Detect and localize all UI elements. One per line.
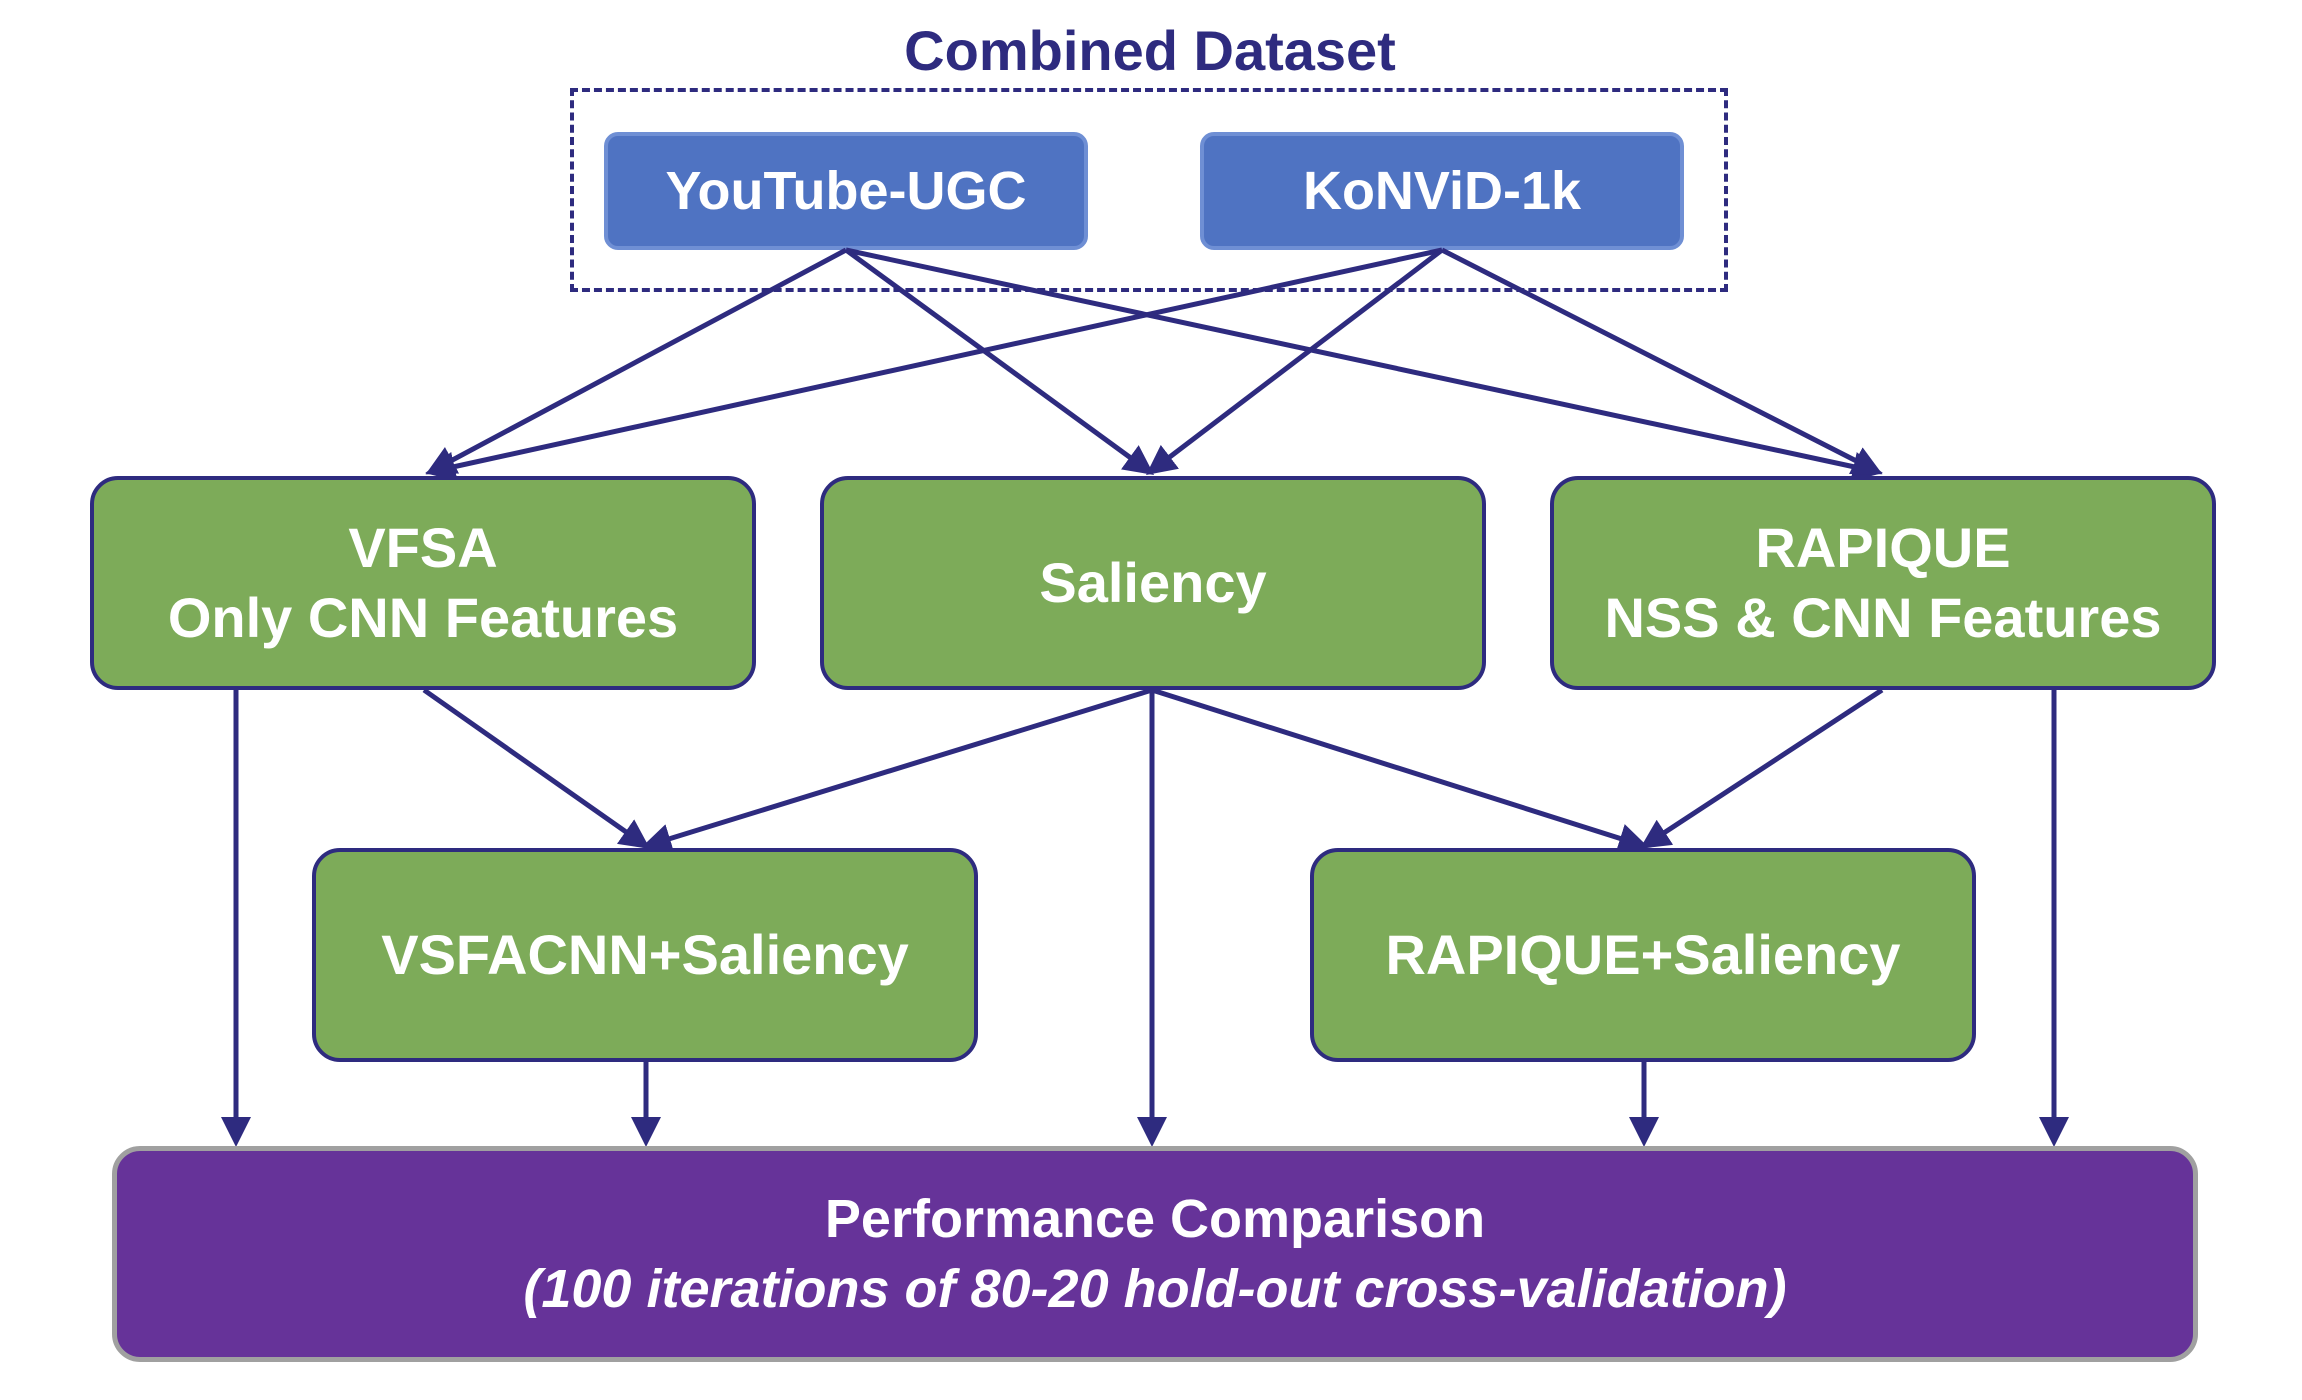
konvid-1k-node: KoNViD-1k	[1200, 132, 1684, 250]
vsfacnn-saliency-node: VSFACNN+Saliency	[312, 848, 978, 1062]
arrow-vfsa-to-vsfacnn-saliency	[422, 687, 651, 849]
rapique-saliency-node: RAPIQUE+Saliency	[1310, 848, 1976, 1062]
youtube-ugc-label: YouTube-UGC	[665, 161, 1027, 221]
arrow-saliency-to-vsfacnn-saliency	[641, 687, 1153, 853]
vsfacnn-saliency-label: VSFACNN+Saliency	[381, 923, 909, 986]
arrow-youtube-to-saliency	[844, 247, 1155, 475]
arrow-rapique-to-rapique-saliency	[1639, 687, 1884, 849]
konvid-1k-label: KoNViD-1k	[1302, 161, 1582, 221]
rapique-node: RAPIQUE NSS & CNN Features	[1550, 476, 2216, 690]
saliency-node: Saliency	[820, 476, 1486, 690]
performance-title: Performance Comparison	[824, 1188, 1486, 1249]
vfsa-title: VFSA	[348, 516, 498, 579]
arrow-youtube-to-rapique	[845, 247, 1883, 482]
rapique-subtitle: NSS & CNN Features	[1604, 586, 2162, 649]
youtube-ugc-node: YouTube-UGC	[604, 132, 1088, 250]
rapique-title: RAPIQUE	[1755, 516, 2011, 579]
vfsa-subtitle: Only CNN Features	[167, 586, 679, 649]
combined-dataset-title-text: Combined Dataset	[904, 19, 1396, 82]
performance-comparison-node: Performance Comparison (100 iterations o…	[112, 1146, 2198, 1362]
arrow-saliency-to-rapique-saliency	[1151, 687, 1649, 853]
vfsa-node: VFSA Only CNN Features	[90, 476, 756, 690]
arrow-konvid-to-vfsa	[425, 247, 1443, 482]
combined-dataset-group	[570, 88, 1728, 292]
saliency-label: Saliency	[1039, 551, 1267, 614]
arrow-konvid-to-saliency	[1146, 248, 1444, 476]
arrow-youtube-to-vfsa	[425, 247, 848, 475]
performance-subtitle: (100 iterations of 80-20 hold-out cross-…	[523, 1259, 1787, 1319]
rapique-saliency-label: RAPIQUE+Saliency	[1385, 923, 1901, 986]
arrow-konvid-to-rapique	[1440, 247, 1883, 475]
